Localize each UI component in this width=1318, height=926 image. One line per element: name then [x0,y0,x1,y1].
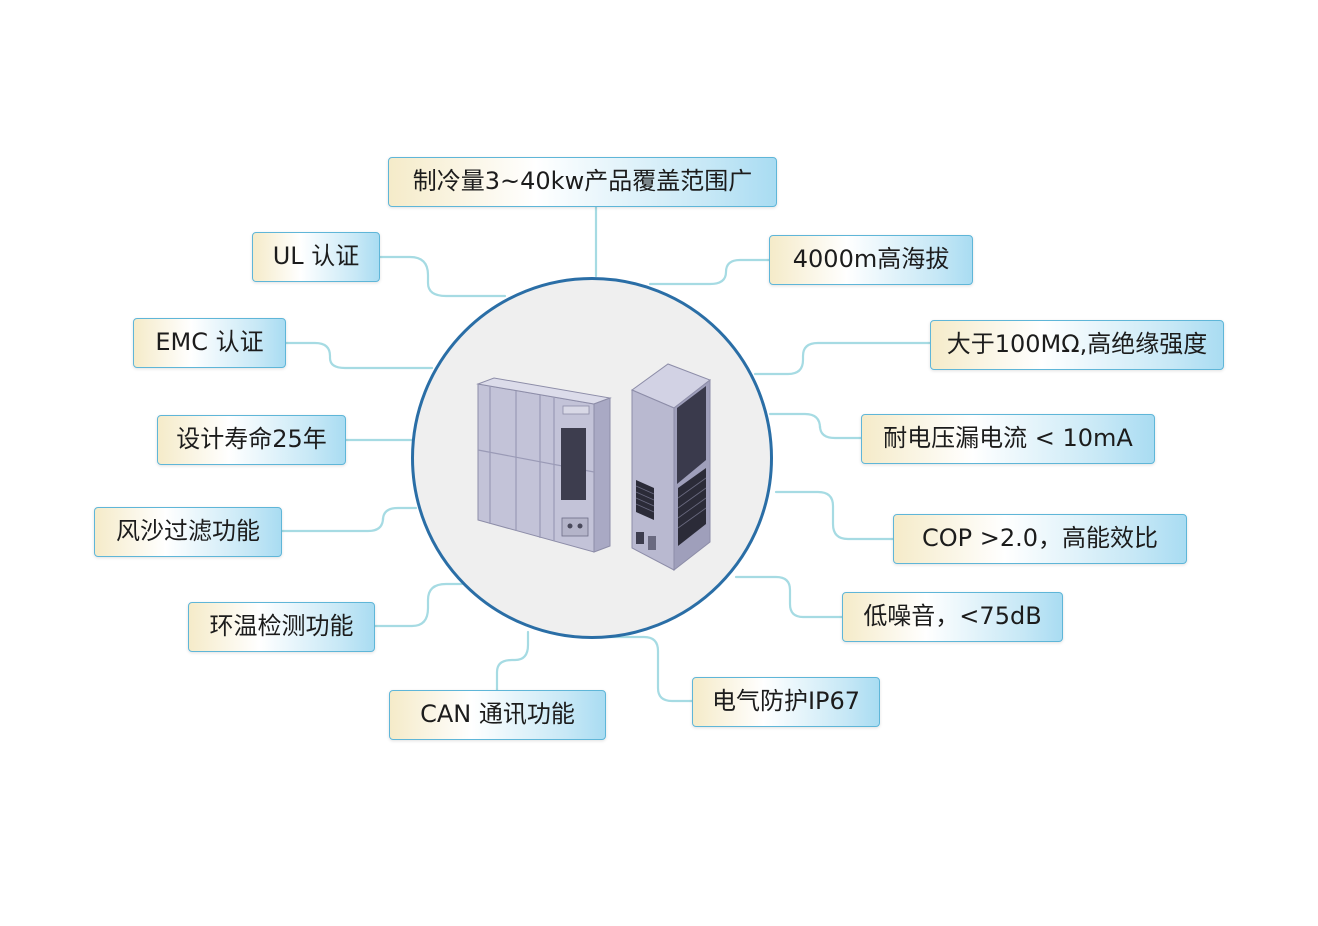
feature-env-temp-detection: 环温检测功能 [188,602,375,652]
feature-leakage-current: 耐电压漏电流 < 10mA [861,414,1155,464]
feature-cooling-capacity: 制冷量3~40kw产品覆盖范围广 [388,157,777,207]
feature-ip67-protection: 电气防护IP67 [692,677,880,727]
feature-ul-certification: UL 认证 [252,232,380,282]
product-hub-circle [411,277,773,639]
feature-sand-filter: 风沙过滤功能 [94,507,282,557]
feature-low-noise: 低噪音，<75dB [842,592,1063,642]
feature-emc-certification: EMC 认证 [133,318,286,368]
feature-high-altitude: 4000m高海拔 [769,235,973,285]
feature-design-life: 设计寿命25年 [157,415,346,465]
feature-cop-efficiency: COP >2.0，高能效比 [893,514,1187,564]
product-illustration [476,363,712,572]
feature-can-communication: CAN 通讯功能 [389,690,606,740]
feature-insulation-strength: 大于100MΩ,高绝缘强度 [930,320,1224,370]
